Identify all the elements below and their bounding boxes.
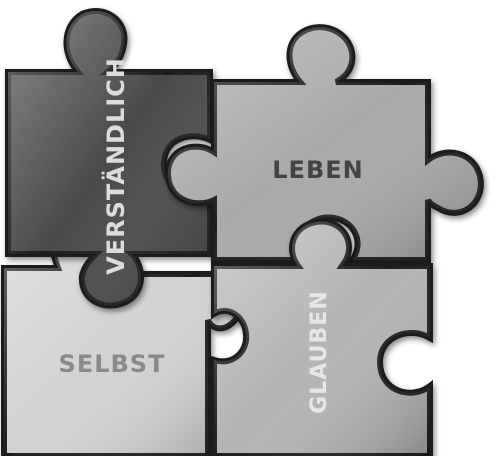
label-selbst: SELBST bbox=[59, 350, 166, 378]
label-verstaendlich: VERSTÄNDLICH bbox=[101, 57, 130, 275]
label-glauben: GLAUBEN bbox=[307, 290, 332, 414]
label-leben: LEBEN bbox=[272, 156, 363, 184]
